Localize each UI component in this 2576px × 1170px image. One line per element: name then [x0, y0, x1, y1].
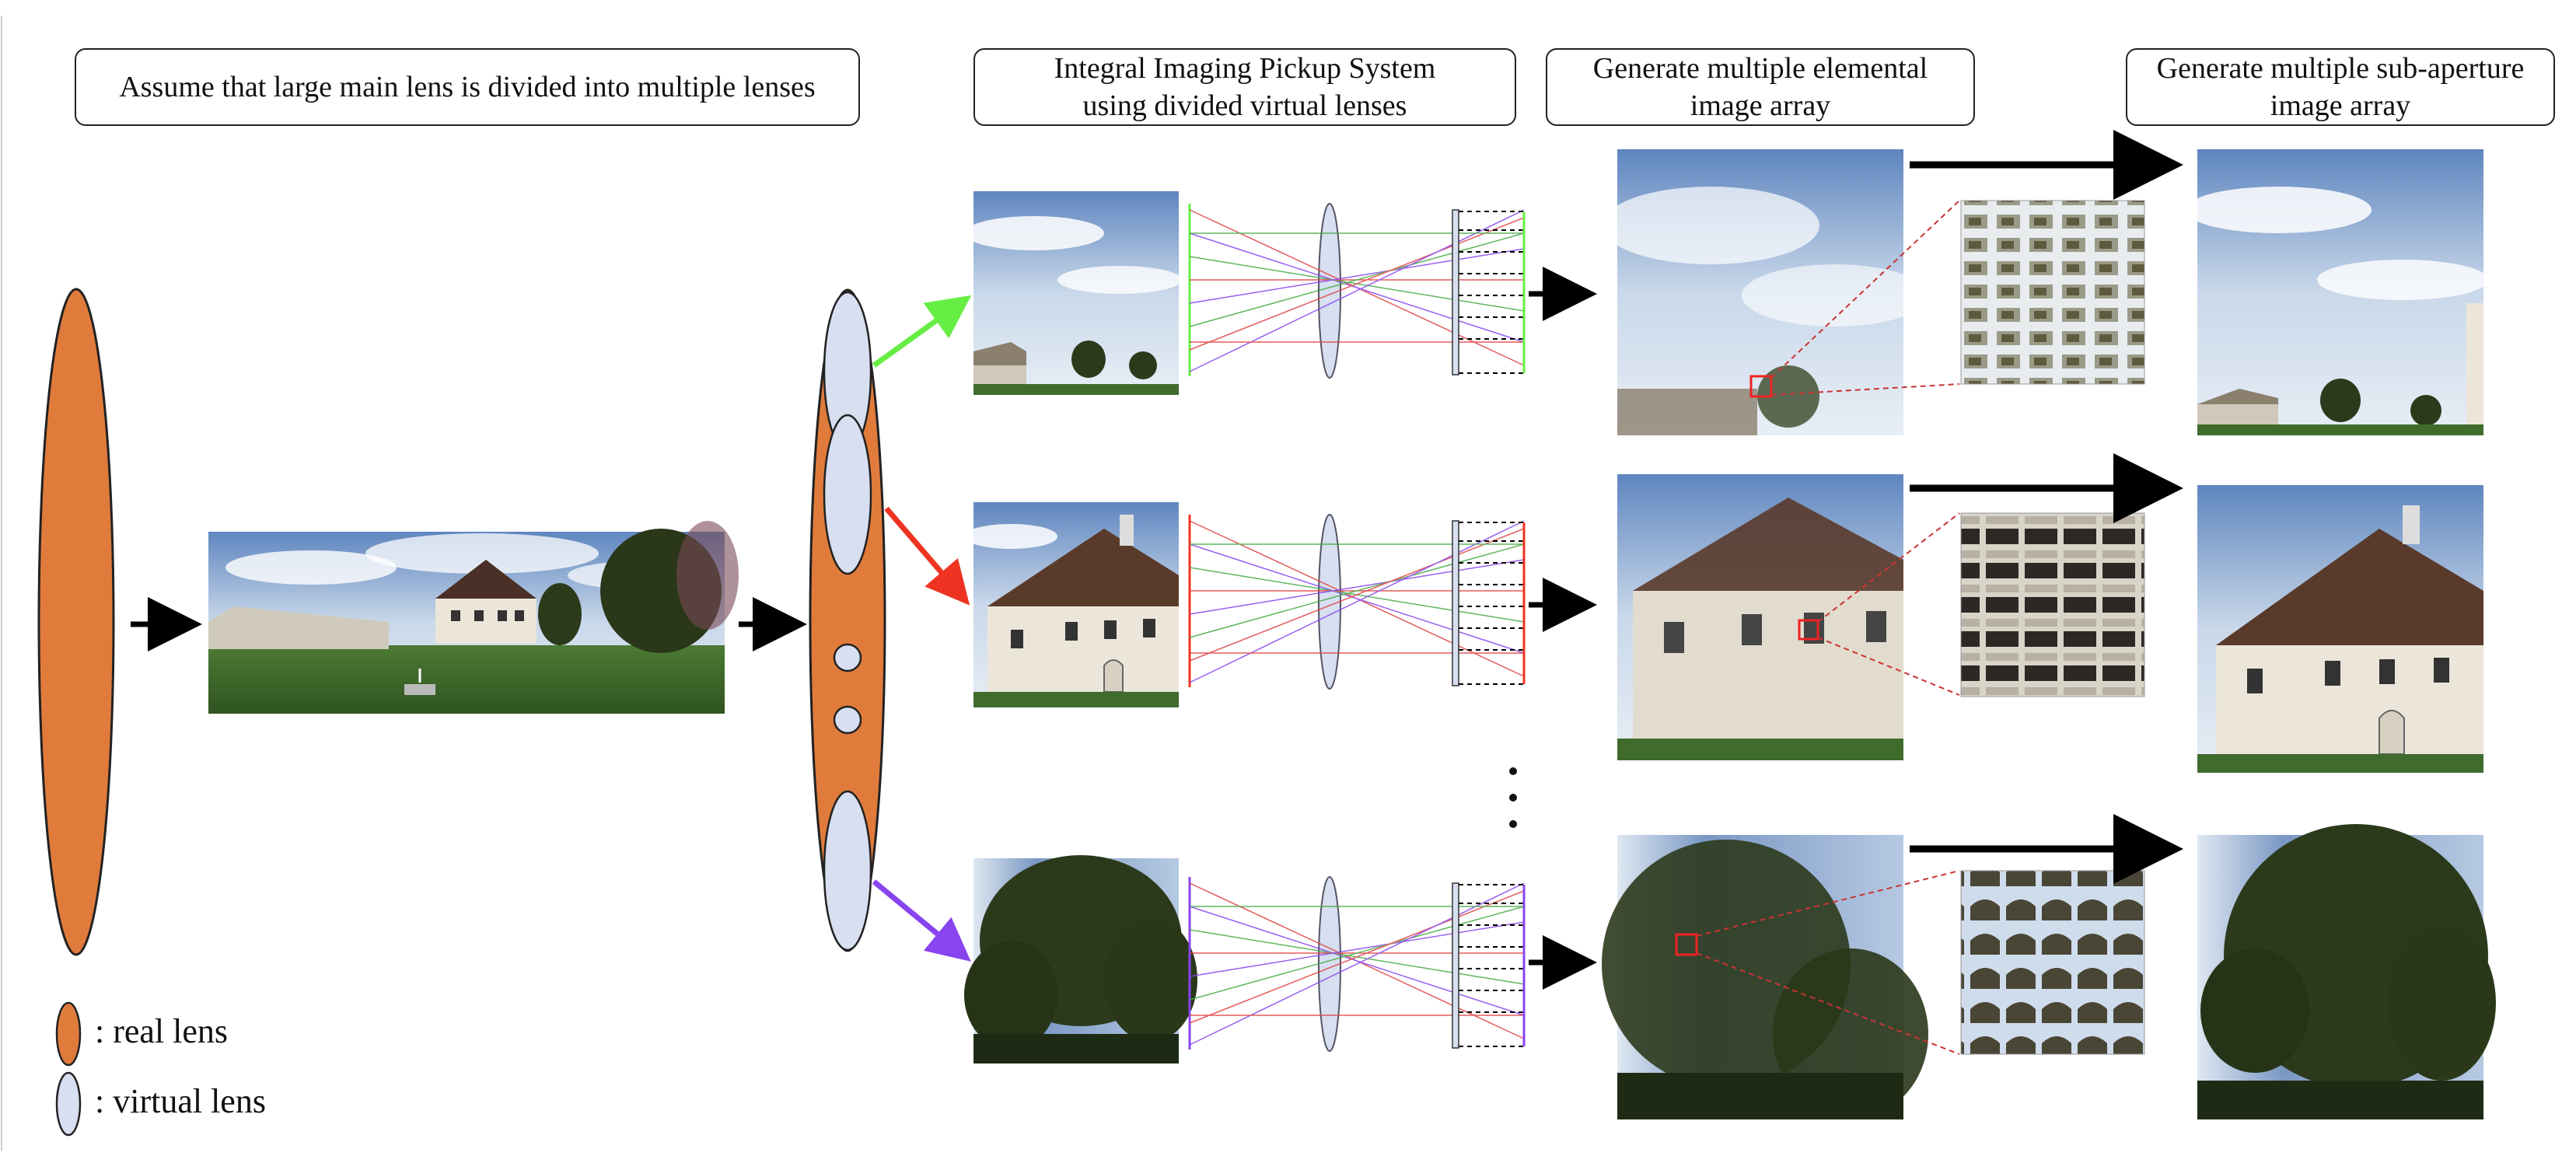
pickup-optics-bot	[1188, 876, 1526, 1052]
view-image-mid	[964, 502, 1179, 707]
arrow-red	[884, 506, 970, 606]
subaperture-image-bot	[2197, 824, 2496, 1119]
legend-virtual-lens-icon	[55, 1071, 82, 1137]
zoom-callout-bot	[1696, 870, 2145, 1055]
label-assume-box: Assume that large main lens is divided i…	[75, 48, 860, 126]
legend-real-lens-icon	[55, 1001, 82, 1067]
legend-virtual-text: : virtual lens	[95, 1082, 266, 1120]
virtual-lens-small-1	[833, 643, 862, 672]
pickup-optics-mid	[1188, 514, 1526, 690]
label-assume-text: Assume that large main lens is divided i…	[119, 71, 816, 103]
label-elemental-box: Generate multiple elemental image array	[1546, 48, 1975, 126]
label-pickup-box: Integral Imaging Pickup System using div…	[973, 48, 1516, 126]
subaperture-image-mid	[2197, 485, 2483, 773]
view-image-top	[964, 191, 1182, 395]
arrow-green	[872, 295, 972, 368]
pickup-optics-top	[1188, 203, 1526, 379]
legend-real-text: : real lens	[95, 1012, 229, 1050]
elemental-image-mid	[1617, 474, 1903, 760]
arrow-purple	[872, 879, 971, 962]
virtual-lens-upper-mid	[823, 414, 872, 575]
label-subaperture-text: Generate multiple sub-aperture image arr…	[2156, 52, 2525, 122]
virtual-lens-lower	[823, 790, 872, 952]
elemental-image-bot	[1602, 835, 1928, 1119]
label-subaperture-box: Generate multiple sub-aperture image arr…	[2126, 48, 2555, 126]
view-image-bot	[964, 855, 1197, 1063]
virtual-lens-small-2	[833, 705, 862, 735]
panorama-image	[208, 521, 739, 714]
zoom-callout-mid	[1817, 512, 2145, 697]
divided-lens	[809, 288, 886, 952]
label-pickup-text: Integral Imaging Pickup System using div…	[1054, 52, 1436, 122]
label-elemental-text: Generate multiple elemental image array	[1592, 52, 1928, 122]
zoom-callout-top	[1770, 200, 2145, 396]
subaperture-image-top	[2185, 149, 2488, 435]
real-main-lens	[37, 288, 115, 956]
elemental-image-top	[1602, 149, 1928, 435]
ellipsis-dots	[1509, 767, 1517, 828]
